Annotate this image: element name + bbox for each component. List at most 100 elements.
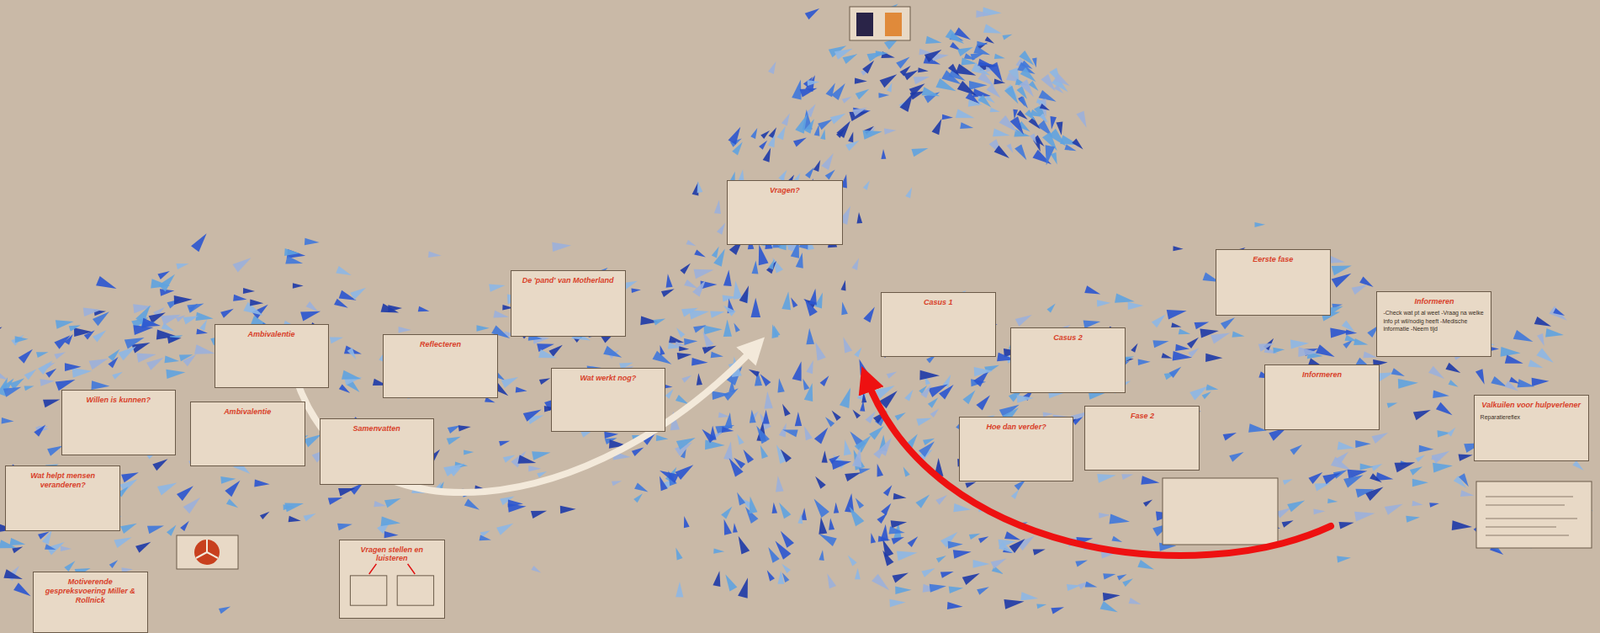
wave-triangle <box>15 335 29 344</box>
wave-triangle <box>220 305 236 318</box>
wave-triangle <box>841 438 852 456</box>
wave-triangle <box>347 347 360 361</box>
wave-triangle <box>871 573 893 594</box>
wave-triangle <box>517 454 537 467</box>
wave-triangle <box>1100 600 1120 616</box>
wave-triangle <box>957 43 975 57</box>
wave-triangle <box>1140 475 1161 488</box>
wave-triangle <box>1545 328 1564 340</box>
wave-triangle <box>1032 57 1039 68</box>
slide-body: -Check wat pt al weet -Vraag na welke in… <box>1382 308 1485 332</box>
wave-triangle <box>982 6 1002 18</box>
wave-triangle <box>842 94 853 104</box>
wave-triangle <box>530 506 548 519</box>
wave-triangle <box>536 468 548 477</box>
wave-triangle <box>1002 31 1014 40</box>
wave-triangle <box>877 434 896 456</box>
wave-triangle <box>1223 429 1239 440</box>
wave-triangle <box>1137 559 1155 573</box>
wave-triangle <box>731 522 738 533</box>
wave-triangle <box>891 533 906 544</box>
icon-frame <box>176 535 239 569</box>
wave-triangle <box>233 294 248 303</box>
wave-triangle <box>818 549 826 561</box>
wave-triangle <box>752 259 760 274</box>
wave-triangle <box>1431 446 1452 464</box>
wave-triangle <box>692 277 710 297</box>
wave-triangle <box>920 382 934 398</box>
wave-triangle <box>55 374 78 391</box>
wave-triangle <box>760 128 772 139</box>
wave-triangle <box>243 287 255 294</box>
wave-triangle <box>674 325 686 338</box>
wave-triangle <box>892 568 911 583</box>
wave-triangle <box>63 558 78 573</box>
wave-triangle <box>339 383 352 395</box>
slide-title: De 'pand' van Motherland <box>517 275 620 286</box>
wave-triangle <box>768 258 777 270</box>
slide-title: Casus 2 <box>1017 333 1119 343</box>
wave-triangle <box>852 256 863 271</box>
wave-triangle <box>955 108 976 122</box>
wave-triangle <box>84 327 97 340</box>
wave-triangle <box>917 67 929 74</box>
wave-triangle <box>821 450 828 462</box>
wave-triangle <box>777 124 790 140</box>
wave-triangle <box>839 301 848 316</box>
wave-triangle <box>779 561 791 573</box>
wave-triangle <box>135 538 154 553</box>
wave-triangle <box>856 211 864 224</box>
wave-triangle <box>183 493 204 514</box>
wave-triangle <box>1282 476 1294 485</box>
wave-triangle <box>194 344 216 358</box>
sketch-frame <box>349 574 387 604</box>
wave-triangle <box>854 567 861 580</box>
wave-triangle <box>1534 316 1553 331</box>
wave-triangle <box>1549 305 1570 324</box>
slide-title: Reflecteren <box>389 339 492 350</box>
wave-triangle <box>990 107 1002 115</box>
wave-triangle <box>942 114 954 121</box>
wave-triangle <box>1064 144 1077 154</box>
wave-triangle <box>1202 389 1214 399</box>
slide-box: De 'pand' van Motherland <box>510 270 626 337</box>
wave-triangle <box>1432 460 1453 472</box>
wave-triangle <box>827 517 835 530</box>
wave-triangle <box>384 530 399 539</box>
wave-triangle <box>711 389 731 400</box>
wave-triangle <box>694 180 703 193</box>
wave-triangle <box>1398 377 1419 389</box>
wave-triangle <box>1375 471 1394 483</box>
slide-box: Fase 2 <box>1084 405 1200 472</box>
wave-triangle <box>994 53 1007 62</box>
wave-triangle <box>538 349 558 362</box>
wave-triangle <box>916 413 933 426</box>
wave-triangle <box>1572 460 1585 473</box>
wave-triangle <box>713 547 725 554</box>
wave-triangle <box>259 508 271 520</box>
wave-triangle <box>1475 368 1489 386</box>
slide-box: Hoe dan verder? <box>958 416 1074 483</box>
wave-triangle <box>503 451 517 462</box>
wave-triangle <box>1254 222 1266 228</box>
wave-triangle <box>1020 591 1039 603</box>
wave-triangle <box>147 521 165 534</box>
wave-triangle <box>45 365 59 378</box>
wave-triangle <box>764 545 780 563</box>
wave-triangle <box>806 79 820 86</box>
wave-triangle <box>781 291 793 311</box>
wave-triangle <box>938 381 957 399</box>
slide-title: Ambivalentie <box>196 407 299 417</box>
wave-triangle <box>1504 354 1525 368</box>
wave-triangle <box>182 351 199 367</box>
wave-triangle <box>975 10 991 18</box>
wave-triangle <box>329 333 345 344</box>
wave-triangle <box>1109 513 1131 527</box>
wave-triangle <box>152 455 170 471</box>
wave-triangle <box>1282 517 1295 528</box>
wave-triangle <box>710 351 725 360</box>
wave-triangle <box>664 273 673 288</box>
wave-triangle <box>1046 301 1058 313</box>
wave-triangle <box>10 537 27 548</box>
wave-triangle <box>852 496 864 509</box>
